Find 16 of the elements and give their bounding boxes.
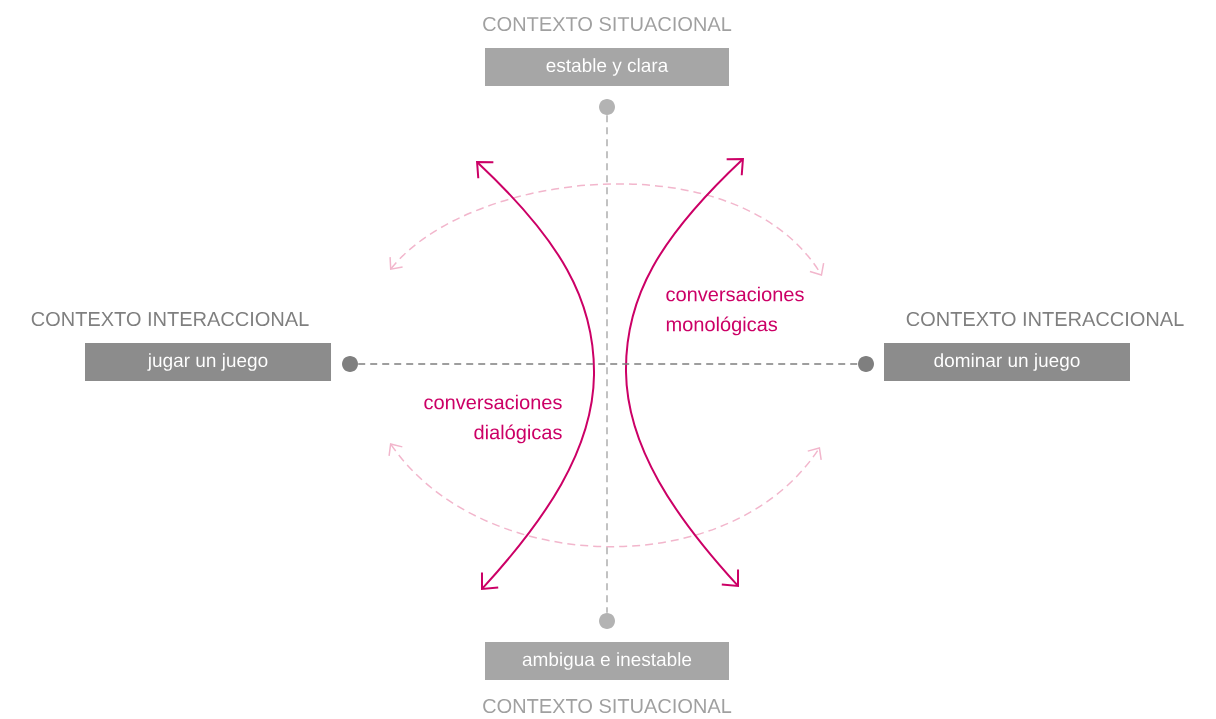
arrow-label: conversaciones dialógicas: [424, 394, 562, 444]
label-box: ambigua e inestable: [485, 642, 729, 680]
box-heading: CONTEXTO SITUACIONAL: [483, 698, 732, 714]
axis-dot: [599, 613, 615, 629]
box-heading: CONTEXTO INTERACCIONAL: [31, 311, 309, 327]
box-heading: CONTEXTO SITUACIONAL: [483, 16, 732, 32]
axis-dot: [342, 356, 358, 372]
arrow-label: conversaciones monológicas: [666, 286, 804, 336]
label-box: dominar un juego: [884, 343, 1130, 381]
label-box: jugar un juego: [85, 343, 331, 381]
axis-dot: [858, 356, 874, 372]
label-box: estable y clara: [485, 48, 729, 86]
box-heading: CONTEXTO INTERACCIONAL: [906, 311, 1184, 327]
axis-dot: [599, 99, 615, 115]
axis-line: [606, 114, 608, 614]
axis-line: [357, 363, 859, 365]
